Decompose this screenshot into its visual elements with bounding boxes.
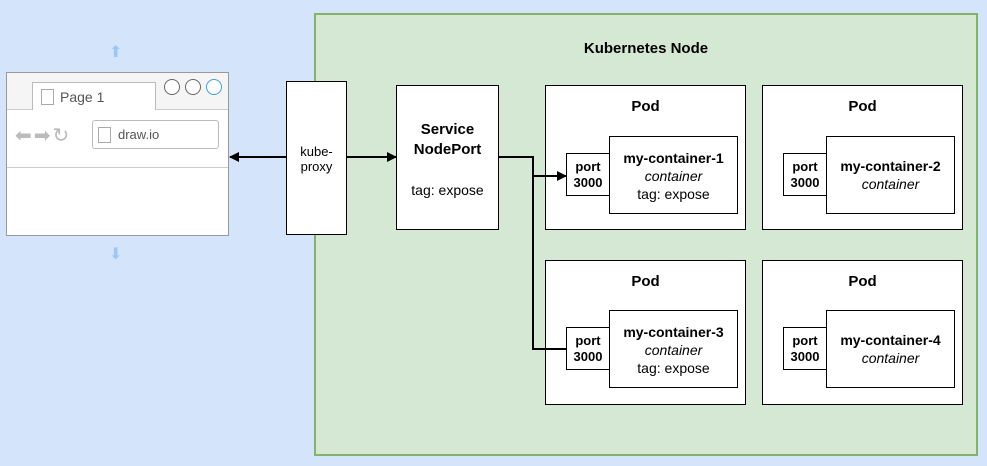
container-type: container — [644, 168, 703, 184]
container-type: container — [861, 176, 920, 192]
page-icon — [41, 89, 54, 105]
container-name: my-container-2 — [840, 158, 941, 174]
port-label: port — [792, 159, 818, 174]
service-tag: tag: expose — [411, 182, 484, 198]
kube-proxy-box: kube- proxy — [286, 81, 347, 235]
port-number: 3000 — [790, 349, 820, 364]
container-box-3: my-container-3 container tag: expose — [609, 310, 738, 388]
port-box-4: port 3000 — [783, 327, 827, 370]
container-type: container — [644, 342, 703, 358]
resize-down-arrow-icon: ⬇ — [109, 246, 123, 263]
container-box-2: my-container-2 container — [826, 136, 955, 214]
browser-tab-label: Page 1 — [60, 89, 105, 105]
nav-icons: ⬅➡↻ — [15, 123, 71, 148]
container-tag: tag: expose — [637, 186, 710, 202]
service-to-pod1-arrow — [499, 156, 567, 181]
browser-tab[interactable]: Page 1 — [32, 82, 156, 110]
kube-proxy-line2: proxy — [300, 159, 333, 174]
container-box-4: my-container-4 container — [826, 310, 955, 388]
maximize-circle-icon[interactable] — [185, 79, 201, 95]
pod-title: Pod — [848, 98, 877, 115]
service-to-pod3-connector — [532, 176, 566, 350]
address-page-icon — [98, 127, 111, 143]
service-line1: Service — [420, 121, 475, 138]
port-number: 3000 — [790, 175, 820, 190]
container-tag: tag: expose — [637, 360, 710, 376]
container-type: container — [861, 350, 920, 366]
container-name: my-container-4 — [840, 332, 941, 348]
pod-title: Pod — [631, 273, 660, 290]
port-label: port — [575, 333, 601, 348]
address-text: draw.io — [118, 127, 160, 142]
container-box-1: my-container-1 container tag: expose — [609, 136, 738, 214]
port-label: port — [792, 333, 818, 348]
port-box-3: port 3000 — [566, 327, 610, 370]
port-label: port — [575, 159, 601, 174]
port-box-2: port 3000 — [783, 153, 827, 196]
browser-separator — [7, 167, 228, 168]
pod-title: Pod — [848, 273, 877, 290]
container-name: my-container-1 — [623, 150, 724, 166]
pod-title: Pod — [631, 98, 660, 115]
forward-arrow-icon[interactable]: ➡ — [33, 125, 53, 147]
kube-proxy-line1: kube- — [300, 144, 333, 159]
browser-window: Page 1 ⬅➡↻ draw.io — [6, 72, 229, 236]
port-number: 3000 — [573, 349, 603, 364]
address-bar[interactable]: draw.io — [92, 120, 219, 149]
service-nodeport-box: Service NodePort tag: expose — [396, 85, 499, 230]
reload-icon[interactable]: ↻ — [52, 125, 72, 147]
kubernetes-node-title: Kubernetes Node — [583, 40, 709, 57]
port-number: 3000 — [573, 175, 603, 190]
container-name: my-container-3 — [623, 324, 724, 340]
resize-up-arrow-icon: ⬆ — [109, 44, 123, 61]
minimize-circle-icon[interactable] — [164, 79, 180, 95]
back-arrow-icon[interactable]: ⬅ — [15, 125, 34, 147]
port-box-1: port 3000 — [566, 153, 610, 196]
service-line2: NodePort — [413, 141, 482, 158]
close-circle-icon[interactable] — [206, 79, 222, 95]
